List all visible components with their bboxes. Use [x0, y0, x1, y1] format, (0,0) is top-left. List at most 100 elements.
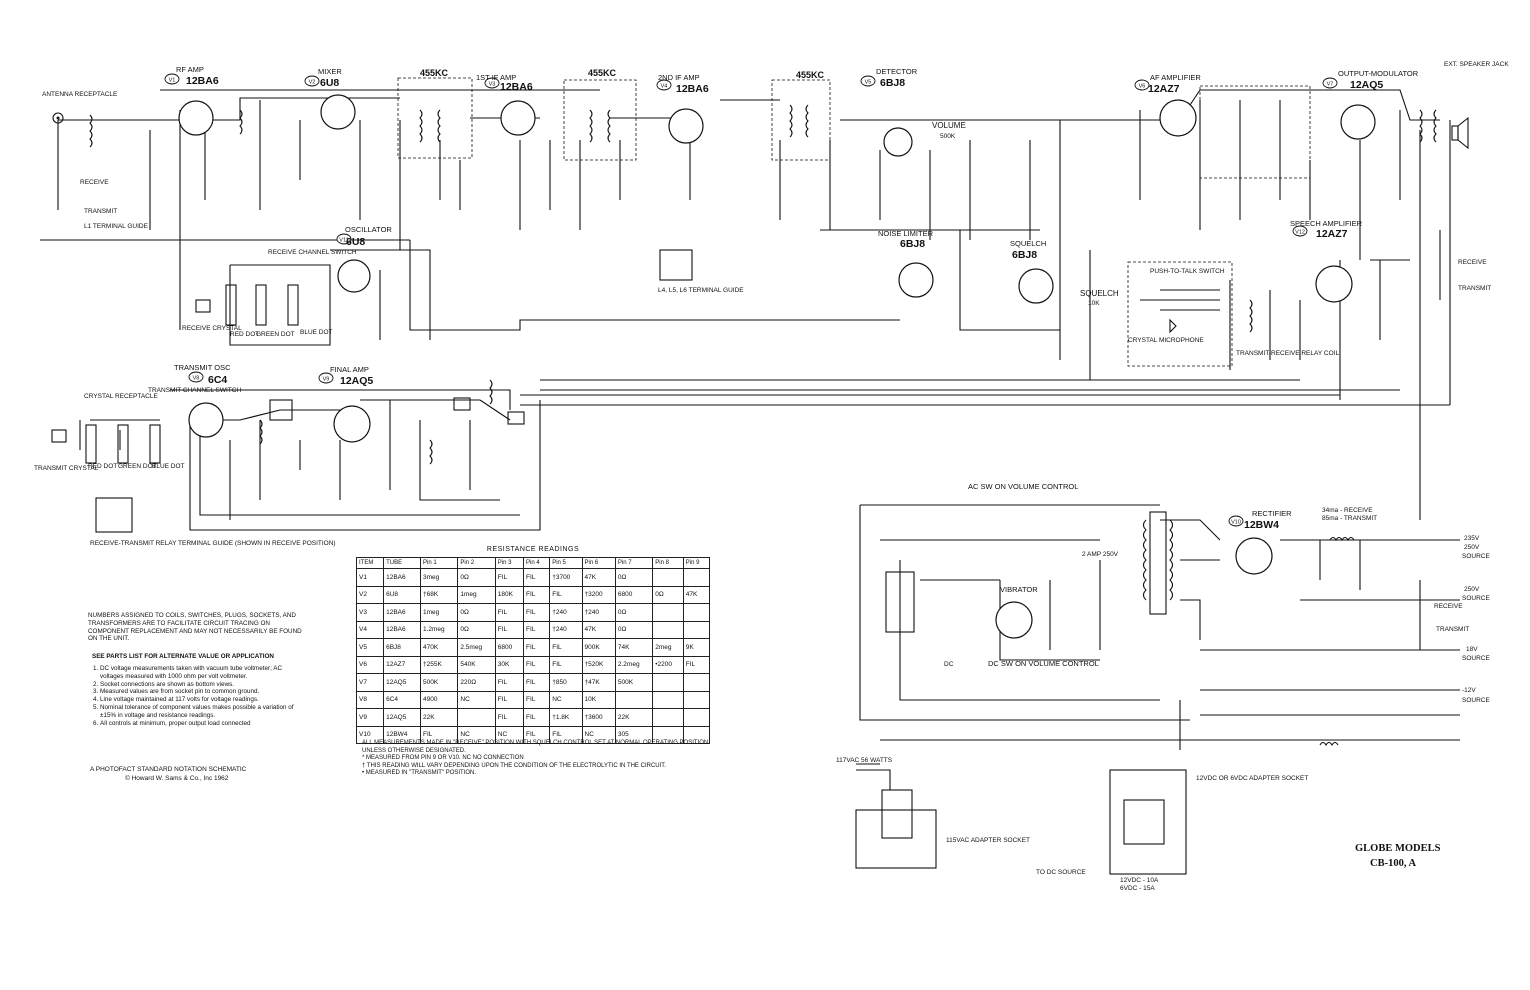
rt-cell: NC [549, 690, 583, 709]
label-af-amp: AF AMPLIFIER [1150, 73, 1201, 82]
tube-v1 [178, 100, 214, 136]
label-vibrator: VIBRATOR [1000, 585, 1038, 594]
label-squelch-tube: 6BJ8 [1012, 249, 1037, 261]
label-squelch-val: 10K [1088, 300, 1100, 307]
tube-ref-bubble [318, 372, 334, 384]
label-src-250b: 250V [1464, 586, 1480, 593]
label-to-dc: TO DC SOURCE [1036, 869, 1086, 876]
rt-cell: 22K [614, 708, 654, 727]
label-tx-green-dot: GREEN DOT [118, 463, 157, 470]
rt-header-cell: Pin 4 [523, 557, 551, 569]
label-dc: DC [944, 661, 954, 668]
tube-v4 [668, 108, 704, 144]
rt-cell [652, 690, 684, 709]
tube-ref-label: V8 [193, 376, 200, 382]
label-src-source-4: SOURCE [1462, 697, 1490, 704]
rt-cell: 1meg [419, 603, 459, 622]
rt-cell [682, 568, 711, 587]
label-receive-right: RECEIVE [1458, 259, 1487, 266]
label-relay-guide: RECEIVE-TRANSMIT RELAY TERMINAL GUIDE (S… [90, 540, 336, 547]
rt-cell: 30K [494, 655, 525, 674]
rt-cell: V6 [355, 655, 385, 674]
rt-cell [457, 708, 496, 727]
tube-ref-bubble [1134, 79, 1150, 91]
label-rx-current: 34ma - RECEIVE [1322, 507, 1373, 514]
rt-cell: V5 [355, 638, 385, 657]
rt-cell: 2meg [652, 638, 684, 657]
rt-cell: V3 [355, 603, 385, 622]
rt-cell [682, 620, 711, 639]
if-can-2-label: 455KC [588, 68, 617, 78]
label-transmit-osc: TRANSMIT OSC [174, 363, 231, 372]
tube-v8 [188, 402, 224, 438]
label-rf-amp-tube: 12BA6 [186, 75, 219, 87]
model-subtitle: CB-100, A [1370, 858, 1417, 869]
notes-list: DC voltage measurements taken with vacuu… [88, 665, 306, 727]
note-item: DC voltage measurements taken with vacuu… [100, 665, 306, 681]
rt-cell: FIL [523, 690, 551, 709]
rt-cell: 2.2meg [614, 655, 654, 674]
stage-labels: RF AMP 12BA6 MIXER 6U8 1ST IF AMP 12BA6 … [174, 65, 1419, 594]
rt-cell: FIL [549, 585, 583, 604]
tube-ref-bubble [1322, 77, 1338, 89]
rt-cell: †3200 [581, 585, 616, 604]
if-can-3-label: 455KC [796, 70, 825, 80]
label-oscillator: OSCILLATOR [345, 225, 392, 234]
label-adapter-115: 115VAC ADAPTER SOCKET [946, 837, 1030, 844]
label-squelch: SQUELCH [1010, 239, 1046, 248]
tube-ref-label: V7 [1327, 82, 1334, 88]
rt-cell [682, 673, 711, 692]
label-dc-draw-12: 12VDC - 10A [1120, 877, 1159, 884]
rt-cell: NC [494, 725, 525, 744]
label-if2-tube: 12BA6 [676, 83, 709, 95]
rt-header-cell: Pin 9 [682, 557, 711, 569]
adapter-sockets [855, 571, 1187, 875]
rt-header-cell: Pin 3 [494, 557, 525, 569]
rt-cell: 0Ω [457, 620, 496, 639]
label-ps-receive: RECEIVE [1434, 603, 1463, 610]
rt-cell: 6C4 [383, 690, 421, 709]
tube-ref-bubble [336, 233, 352, 245]
photofact-label: A PHOTOFACT STANDARD NOTATION SCHEMATIC [90, 766, 247, 773]
rt-cell: V9 [355, 708, 385, 727]
rt-cell: 6800 [614, 585, 654, 604]
receiver-wiring [40, 89, 1451, 520]
rt-cell: 12AZ7 [383, 655, 421, 674]
tube-ref-label: V4 [661, 84, 668, 90]
label-squelch-ctrl: SQUELCH [1080, 289, 1119, 298]
tube-v6b [1315, 265, 1353, 303]
rt-header-cell: Pin 8 [652, 557, 684, 569]
rt-cell [652, 673, 684, 692]
tubes [178, 94, 1376, 639]
label-tx-red-dot: RED DOT [88, 463, 117, 470]
rt-cell: †47K [581, 673, 616, 692]
rt-cell: 12BA6 [383, 603, 421, 622]
if-can-labels: 455KC 455KC 455KC [420, 68, 825, 80]
label-green-dot: GREEN DOT [256, 331, 295, 338]
rt-cell: FIL [494, 673, 525, 692]
rt-cell: 9K [682, 638, 711, 657]
tube-ref-bubble [1292, 225, 1308, 237]
rt-cell: †68K [419, 585, 459, 604]
tube-ref-label: V1 [169, 78, 176, 84]
tube-v5c [1018, 268, 1054, 304]
label-speech-amp: SPEECH AMPLIFIER [1290, 219, 1363, 228]
rt-cell [682, 725, 711, 744]
if-cans [269, 77, 1311, 425]
rt-cell: FIL [523, 603, 551, 622]
label-crystal-mic: CRYSTAL MICROPHONE [1128, 337, 1204, 344]
tube-ref-bubble [656, 79, 672, 91]
rt-cell: 47K [682, 585, 711, 604]
transformers [89, 104, 1437, 747]
rt-header-cell: Pin 6 [581, 557, 616, 569]
label-volume: VOLUME [932, 121, 966, 130]
tube-v5b [898, 262, 934, 298]
rt-note: ALL MEASUREMENTS MADE IN "RECEIVE" POSIT… [362, 740, 709, 754]
label-transmit-right: TRANSMIT [1458, 285, 1491, 292]
rt-note: † THIS READING WILL VARY DEPENDING UPON … [362, 762, 666, 769]
label-l1-guide: L1 TERMINAL GUIDE [84, 223, 149, 230]
